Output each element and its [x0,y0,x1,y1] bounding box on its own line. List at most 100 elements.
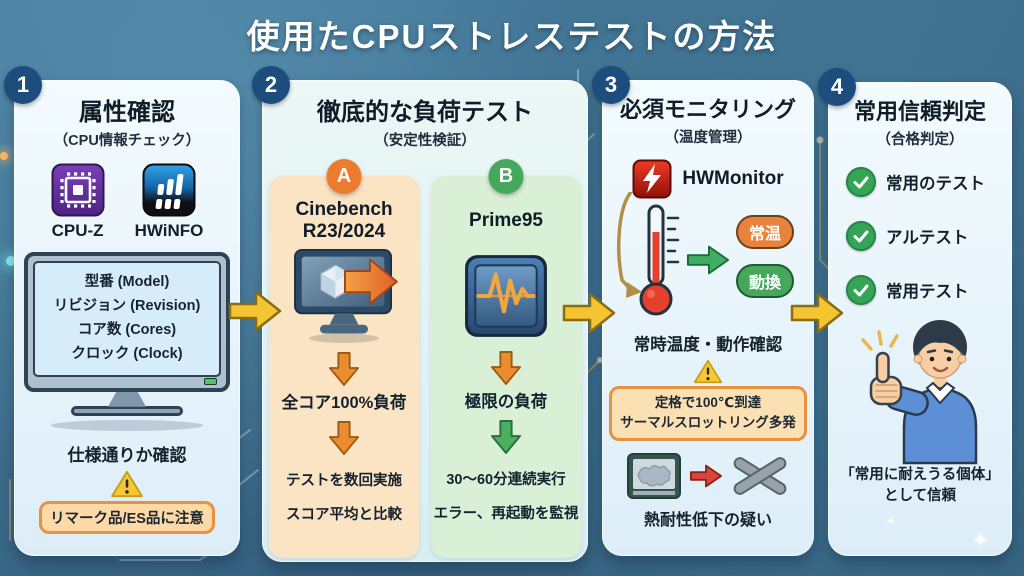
step-1-number-badge: 1 [4,66,42,104]
warning-icon [111,470,143,497]
thermometer-icon [639,204,680,316]
hwmonitor-label: HWMonitor [682,168,784,189]
check-icon [846,275,876,305]
step-2-number-badge: 2 [252,66,290,104]
step-2-subtitle: （安定性検証） [374,133,476,149]
thermal-warning-line2: サーマルスロットリング多発 [620,415,796,431]
test-cards-row: A Cinebench R23/2024 [269,159,581,558]
step-2-card: 2 徹底的な負荷テスト （安定性検証） A Cinebench R23/2024 [252,66,588,562]
pass-checklist: 常用のテスト アルテスト 常用テスト [846,167,985,305]
tool-label-hwinfo: HWiNFO [134,221,204,240]
remark-warning-label: リマーク品/ES品に注意 [39,500,215,534]
monitor-shadow [51,419,203,431]
test-b-name: Prime95 [469,198,543,244]
step-1-subtitle: （CPU情報チェック） [53,133,201,149]
cinebench-icon [294,248,398,344]
monitor-screen: 型番 (Model) リビジョン (Revision) コア数 (Cores) … [33,261,221,377]
test-b-card: B Prime95 [431,159,581,558]
tool-label-cpuz: CPU-Z [51,221,104,240]
page-title: 使用たCPUストレステストの方法 [246,18,778,55]
test-b-name-line: Prime95 [469,209,543,231]
tool-icons-row: CPU-Z HWiNFO [51,163,204,241]
flow-arrow-step1-to-step2 [228,290,282,332]
verify-text: 仕様通りか確認 [67,445,187,465]
right-arrow-green-icon [686,245,730,275]
down-arrow-orange-icon [490,351,522,385]
tool-cpuz: CPU-Z [51,163,105,241]
down-arrow-orange-icon [328,352,360,386]
thermal-warning-line1: 定格で100℃到達 [654,395,762,410]
test-a-step: スコア平均と比較 [286,507,402,523]
status-pill-operation: 動換 [736,264,794,298]
hwmonitor-row: HWMonitor [632,159,784,199]
conclusion-line1: 「常用に耐えうる個体」 [840,467,1000,483]
step-4-subtitle: （合格判定） [876,132,964,148]
step-1-title: 属性確認 [79,99,175,126]
check-icon [846,167,876,197]
step-3-card: 3 必須モニタリング （温度管理） HWMonitor [592,66,814,556]
tool-hwinfo: HWiNFO [134,163,204,241]
flow-arrow-step3-to-step4 [790,292,844,334]
step-4-title: 常用信頼判定 [853,99,986,124]
thumbs-up-person-illustration [861,320,978,465]
step-4-card: 4 常用信頼判定 （合格判定） 常用のテスト アルテスト 常用テスト [818,68,1012,556]
test-a-name-line2: R23/2024 [302,221,386,242]
degradation-row [625,448,791,504]
spec-item: クロック (Clock) [71,345,183,362]
curved-connector-arrow [617,192,642,298]
flow-arrow-step2-to-step3 [562,292,616,334]
test-a-card: A Cinebench R23/2024 [269,159,419,558]
test-a-effect: 全コア100%負荷 [281,394,407,412]
check-item: アルテスト [846,221,985,251]
sparkle-icon: ✦ [886,514,897,528]
step-3-number-badge: 3 [592,66,630,104]
conclusion-text: 「常用に耐えうる個体」 として信頼 [840,465,1000,507]
badge-a: A [326,159,362,194]
spec-item: コア数 (Cores) [77,321,177,338]
step-3-title: 必須モニタリング [619,97,796,122]
badge-b: B [488,159,524,194]
right-arrow-red-icon [689,464,723,487]
down-arrow-orange-icon [328,421,360,455]
glow-dot [6,256,16,266]
test-b-effect: 極限の負荷 [464,393,548,411]
test-a-name: Cinebench R23/2024 [295,198,392,244]
step-2-title: 徹底的な負荷テスト [317,99,533,126]
monitor-base [71,405,183,416]
crossed-tools-icon [733,456,787,495]
check-item: 常用テスト [846,275,985,305]
test-b-step: 30〜60分連続実行 [446,472,566,488]
test-b-step: エラー、再起動を監視 [433,506,579,522]
check-label: アルテスト [886,229,969,247]
cpu-chip-icon [627,452,681,499]
check-label: 常用のテスト [886,175,985,193]
cpuz-chip-icon [51,163,105,217]
status-pills: 常温 動換 [736,215,794,298]
prime95-icon [465,255,547,337]
check-item: 常用のテスト [846,167,985,197]
monitor-illustration: 型番 (Model) リビジョン (Revision) コア数 (Cores) … [24,252,230,431]
test-a-step: テストを数回実施 [286,473,402,489]
status-pill-normal-temp: 常温 [736,215,794,249]
warning-icon [693,359,723,384]
step-1-card: 1 属性確認 （CPU情報チェック） CPU-Z [4,66,240,556]
sparkle-icon: ✦ [972,530,989,552]
temperature-zone: 常温 動換 [602,201,814,331]
check-icon [846,221,876,251]
test-a-name-line1: Cinebench [295,198,393,220]
hwinfo-bars-icon [142,163,196,217]
monitoring-text: 常時温度・動作確認 [633,336,783,354]
hwmonitor-icon [632,159,672,199]
check-label: 常用テスト [886,283,969,301]
monitor-stand [108,391,146,407]
glow-dot [0,152,8,160]
thermal-warning-box: 定格で100℃到達 サーマルスロットリング多発 [609,386,807,441]
conclusion-line2: として信頼 [883,488,957,505]
degradation-text: 熱耐性低下の疑い [643,511,772,529]
spec-item: 型番 (Model) [84,274,170,290]
power-led [204,377,217,385]
step-3-subtitle: （温度管理） [664,130,752,146]
down-arrow-green-icon [490,420,522,454]
spec-item: リビジョン (Revision) [53,297,201,314]
